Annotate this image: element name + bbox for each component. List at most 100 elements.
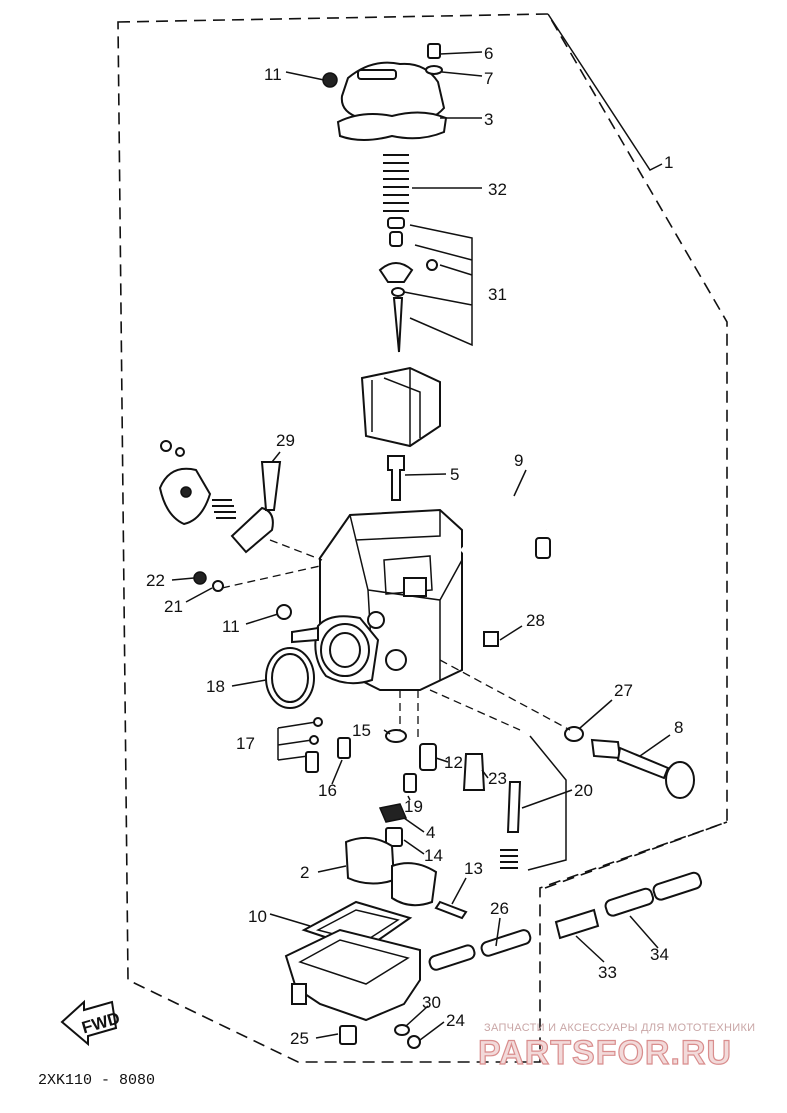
- callout-6: 6: [484, 44, 493, 63]
- body-port: [403, 577, 427, 597]
- pump-spring: [212, 499, 236, 519]
- callout-22: 22: [146, 571, 165, 590]
- hose-end: [535, 537, 551, 559]
- callout-11-mid: 11: [222, 617, 240, 636]
- assembly-outline: [117, 13, 728, 1063]
- callout-17: 17: [236, 734, 255, 753]
- callout-11-top: 11: [264, 65, 282, 84]
- jet-14: [385, 827, 403, 847]
- washer-7: [425, 65, 443, 75]
- jet-12: [419, 743, 437, 771]
- float-bowl-group: [284, 900, 421, 1049]
- fwd-arrow: FWD: [60, 999, 122, 1047]
- callout-14: 14: [424, 846, 443, 865]
- o-ring-18-inner: [271, 653, 309, 703]
- joint-33: [554, 908, 600, 940]
- watermark: ЗАПЧАСТИ И АКСЕССУАРЫ ДЛЯ МОТОТЕХНИКИ PA…: [477, 1022, 755, 1073]
- callout-10: 10: [248, 907, 267, 926]
- needle-clip: [391, 287, 405, 297]
- intake-flange: [314, 615, 380, 685]
- callout-33: 33: [598, 963, 617, 982]
- callout-26: 26: [490, 899, 509, 918]
- pilot-air-screw: [305, 751, 319, 773]
- screw-left: [291, 626, 319, 644]
- bolt-5: [387, 455, 405, 501]
- float-pin-13: [434, 900, 468, 920]
- callout-30: 30: [422, 993, 441, 1012]
- tube-26a: [428, 944, 476, 971]
- pump-screw: [160, 440, 172, 452]
- needle-retainer: [389, 231, 403, 247]
- callout-12: 12: [444, 753, 463, 772]
- callout-31-bracket: [403, 224, 473, 347]
- callout-25: 25: [290, 1029, 309, 1048]
- body-boss: [367, 611, 385, 629]
- main-jet-19: [403, 773, 417, 793]
- needle-holder: [387, 217, 405, 229]
- callout-13: 13: [464, 859, 483, 878]
- callout-27: 27: [614, 681, 633, 700]
- bowl-leg: [291, 983, 307, 1005]
- pump-diaphragm: [230, 506, 274, 554]
- screw-28: [483, 631, 499, 647]
- plug-24: [407, 1035, 421, 1049]
- valve-spring-32: [383, 154, 409, 212]
- callout-18: 18: [206, 677, 225, 696]
- nut-4: [378, 803, 408, 823]
- nut-11-lower: [276, 604, 292, 620]
- needle-group: [378, 154, 473, 353]
- callout-31: 31: [488, 285, 507, 304]
- callout-23: 23: [488, 769, 507, 788]
- callouts: 6 7 11 3 1 32 31 29 9 5 22 21 11 28 18 2…: [146, 44, 683, 1048]
- callout-7: 7: [484, 69, 493, 88]
- o-ring-27: [564, 726, 584, 742]
- watermark-brand: PARTSFOR.RU: [478, 1034, 732, 1072]
- cover-gasket: [336, 111, 448, 141]
- accelerator-pump-group: [158, 440, 323, 561]
- tube-34a: [604, 887, 655, 917]
- drawing-code: 2XK110 - 8080: [38, 1072, 155, 1089]
- body-boss-lower: [385, 649, 407, 671]
- plug-15: [385, 729, 407, 743]
- screw-6: [427, 43, 441, 59]
- plug-22: [193, 571, 207, 585]
- throttle-stop-screw: [439, 659, 695, 799]
- callout-3: 3: [484, 110, 493, 129]
- tube-20: [506, 781, 522, 833]
- callout-17-bracket: [277, 721, 317, 761]
- callout-34: 34: [650, 945, 669, 964]
- callout-28: 28: [526, 611, 545, 630]
- jet-group: [277, 689, 567, 871]
- callout-4: 4: [426, 823, 435, 842]
- callout-21: 21: [164, 597, 183, 616]
- jet-23: [462, 753, 486, 791]
- callout-15: 15: [352, 721, 371, 740]
- jet-needle: [392, 297, 404, 353]
- callout-29: 29: [276, 431, 295, 450]
- callout-24: 24: [446, 1011, 465, 1030]
- pump-washer: [175, 447, 185, 457]
- pilot-jet-16: [337, 737, 351, 759]
- nut-11: [322, 72, 338, 88]
- callout-9: 9: [514, 451, 523, 470]
- callout-32: 32: [488, 180, 507, 199]
- throttle-slide: [360, 366, 441, 448]
- float-2: [344, 836, 438, 907]
- washer-21: [212, 580, 224, 592]
- callout-5: 5: [450, 465, 459, 484]
- cover-bolt-horizontal: [357, 69, 397, 80]
- watermark-tagline: ЗАПЧАСТИ И АКСЕССУАРЫ ДЛЯ МОТОТЕХНИКИ: [484, 1022, 755, 1034]
- spring-20: [500, 849, 518, 869]
- o-ring-30: [394, 1024, 410, 1036]
- tube-34b: [652, 871, 703, 901]
- callout-16: 16: [318, 781, 337, 800]
- callout-2: 2: [300, 863, 309, 882]
- drain-screw-25: [339, 1025, 357, 1045]
- hose-9: [459, 492, 551, 559]
- pump-rod: [260, 461, 282, 511]
- needle-plate: [378, 262, 414, 283]
- callout-20: 20: [574, 781, 593, 800]
- callout-19: 19: [404, 797, 423, 816]
- accessory-outline: [544, 821, 728, 889]
- plate-screw: [426, 259, 438, 271]
